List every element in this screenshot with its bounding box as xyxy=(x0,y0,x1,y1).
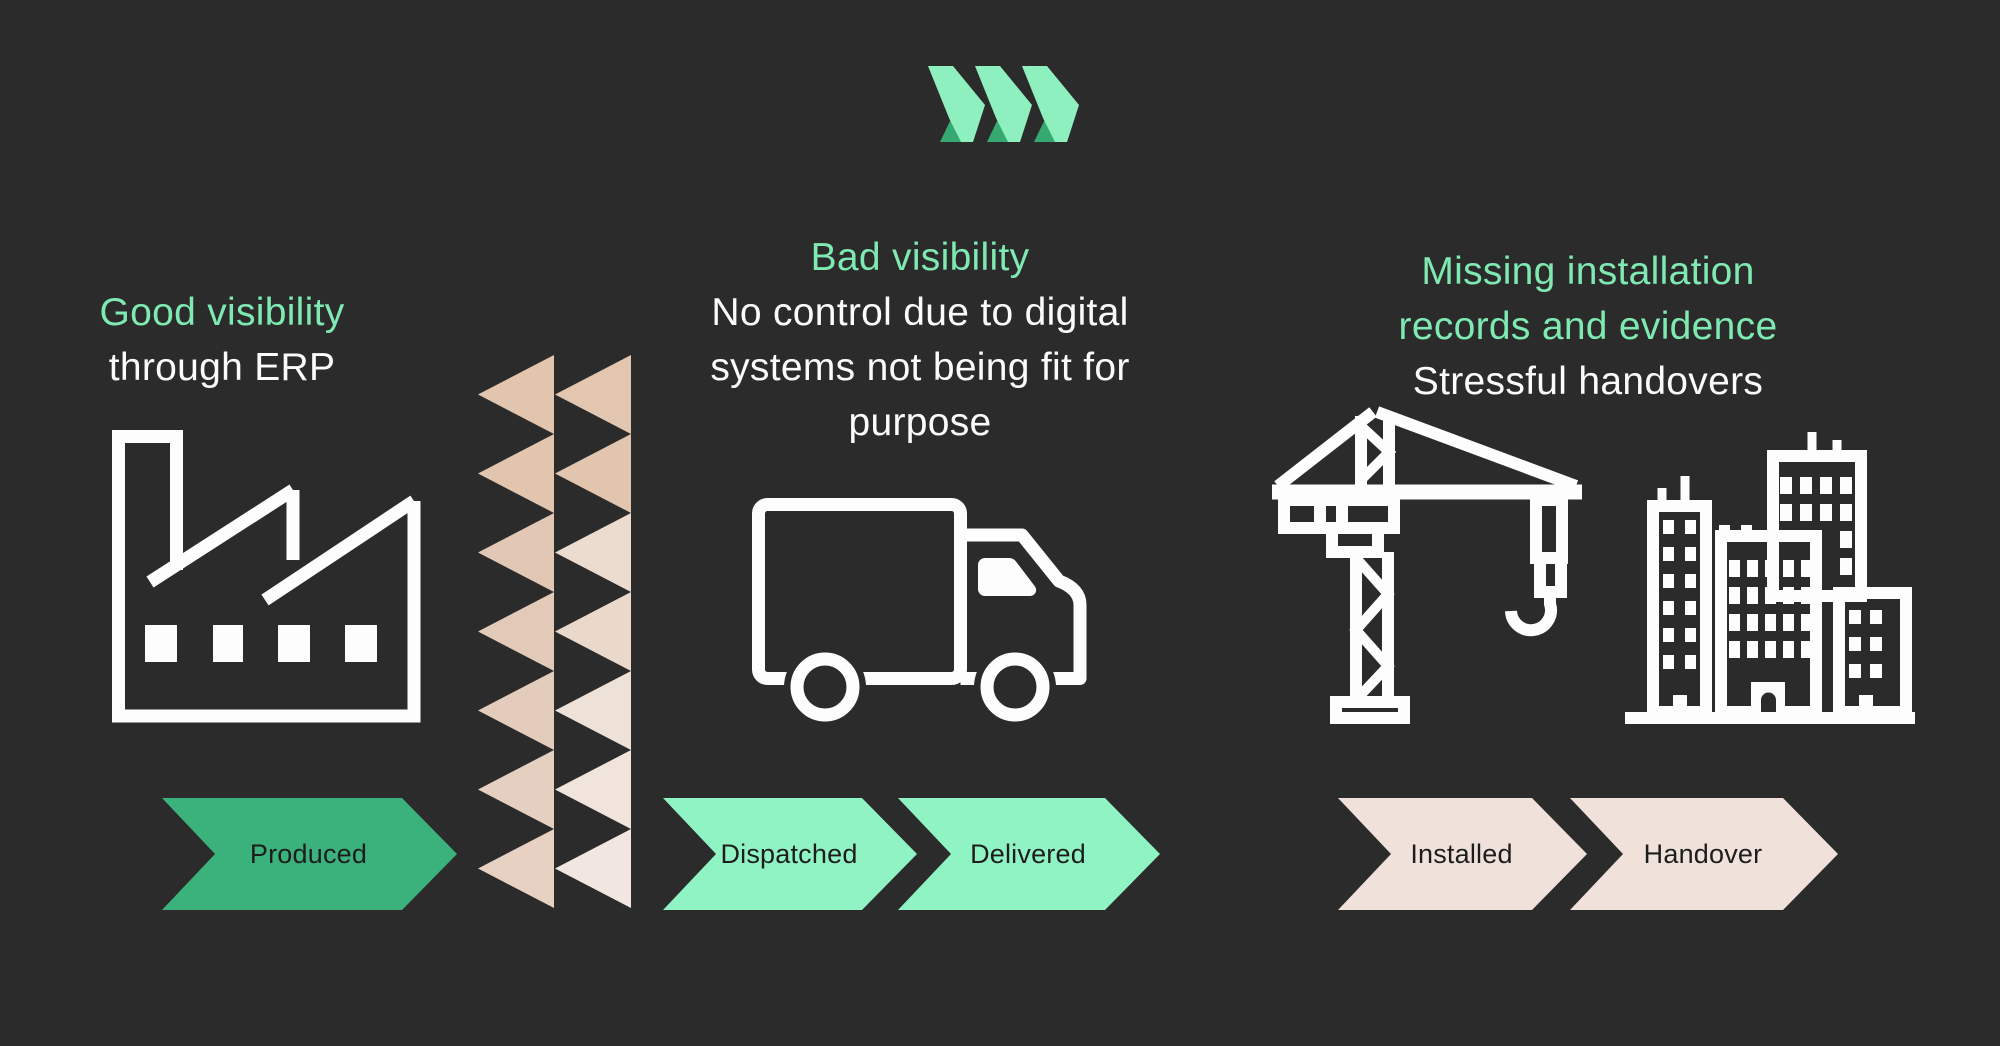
factory-window xyxy=(278,625,310,662)
step-arrow-shape xyxy=(663,798,917,910)
pattern-triangle xyxy=(555,434,631,513)
step-dispatched: Dispatched xyxy=(663,798,917,910)
heading-line: Stressful handovers xyxy=(1412,360,1764,403)
step-arrow-shape xyxy=(1338,798,1587,910)
truck-icon xyxy=(752,498,1087,728)
pattern-triangle xyxy=(555,750,631,829)
pattern-triangle xyxy=(555,671,631,750)
step-label: Dispatched xyxy=(720,838,858,869)
step-label: Installed xyxy=(1410,838,1513,869)
pattern-triangle xyxy=(478,513,554,592)
heading-line: Missing installation xyxy=(1421,250,1755,293)
truck-wheel xyxy=(790,652,860,722)
logo-light-chevron xyxy=(928,66,985,142)
building-windows xyxy=(1663,520,1696,669)
tower-crane-icon xyxy=(1272,406,1582,724)
heading-line: records and evidence xyxy=(1398,305,1778,348)
heading-line: through ERP xyxy=(108,346,336,389)
step-installed: Installed xyxy=(1338,798,1587,910)
step-label: Handover xyxy=(1643,838,1763,869)
buildings-icon xyxy=(1625,432,1915,724)
step-produced: Produced xyxy=(162,798,457,910)
pattern-triangle xyxy=(478,434,554,513)
factory-window xyxy=(345,625,377,662)
pattern-triangle xyxy=(478,355,554,434)
truck-window xyxy=(978,558,1037,597)
heading-line: Bad visibility xyxy=(810,236,1030,279)
heading-line: purpose xyxy=(848,401,992,444)
step-arrow-shape xyxy=(898,798,1160,910)
building-door xyxy=(1859,695,1873,712)
heading-line: No control due to digital xyxy=(711,291,1129,334)
step-arrow-shape xyxy=(1570,798,1838,910)
truck-wheel xyxy=(980,652,1050,722)
heading-site: Missing installation records and evidenc… xyxy=(1288,244,1888,409)
logo-light-chevron xyxy=(1022,66,1079,142)
pattern-triangle xyxy=(555,829,631,908)
pattern-triangle xyxy=(478,829,554,908)
step-arrow-shape xyxy=(162,798,457,910)
factory-window xyxy=(145,625,177,662)
heading-transit: Bad visibility No control due to digital… xyxy=(620,230,1220,450)
step-label: Delivered xyxy=(970,838,1086,869)
pattern-triangle xyxy=(478,592,554,671)
building-door xyxy=(1673,695,1687,712)
pattern-triangle xyxy=(555,592,631,671)
triangle-pattern xyxy=(478,355,631,908)
heading-production: Good visibility through ERP xyxy=(22,285,422,395)
step-delivered: Delivered xyxy=(898,798,1160,910)
building-windows xyxy=(1849,610,1882,678)
heading-line: systems not being fit for xyxy=(710,346,1130,389)
logo-light-chevron xyxy=(975,66,1032,142)
heading-line: Good visibility xyxy=(99,291,345,334)
step-label: Produced xyxy=(249,838,368,869)
step-handover: Handover xyxy=(1570,798,1838,910)
pattern-triangle xyxy=(478,671,554,750)
building-windows xyxy=(1729,560,1812,658)
pattern-triangle xyxy=(555,513,631,592)
building-windows xyxy=(1780,477,1852,575)
factory-icon xyxy=(112,430,421,723)
logo-chevrons-icon xyxy=(928,66,1079,142)
pattern-triangle xyxy=(478,750,554,829)
factory-window xyxy=(213,625,243,662)
pattern-triangle xyxy=(555,355,631,434)
